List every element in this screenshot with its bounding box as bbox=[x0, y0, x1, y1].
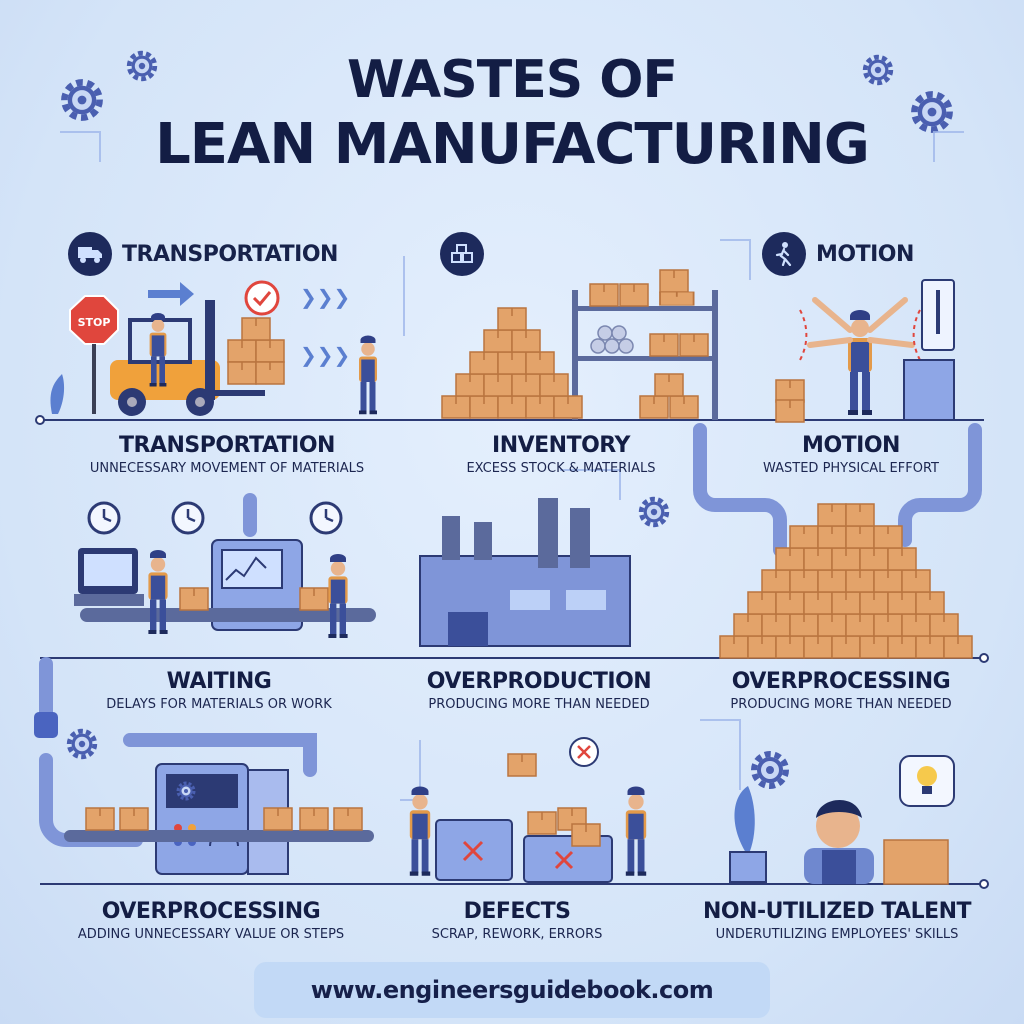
waste-desc: ADDING UNNECESSARY VALUE OR STEPS bbox=[77, 927, 345, 942]
stop-sign-text: STOP bbox=[78, 316, 111, 329]
page-title: WASTES OF LEAN MANUFACTURING bbox=[0, 48, 1024, 178]
waste-transportation: TRANSPORTATION UNNECESSARY MOVEMENT OF M… bbox=[62, 432, 392, 478]
worker bbox=[848, 310, 872, 415]
clock-icon bbox=[87, 501, 121, 535]
worker bbox=[625, 786, 647, 876]
waste-desc: PRODUCING MORE THAN NEEDED bbox=[730, 697, 952, 712]
header-transportation-label: TRANSPORTATION bbox=[122, 241, 338, 267]
waste-name: OVERPROCESSING bbox=[101, 899, 321, 924]
worker bbox=[359, 335, 377, 415]
gear-icon bbox=[69, 731, 95, 757]
gear-icon bbox=[754, 754, 786, 786]
waste-desc: DELAYS FOR MATERIALS OR WORK bbox=[106, 697, 332, 712]
svg-text:❯❯❯: ❯❯❯ bbox=[300, 285, 350, 309]
waste-desc: PRODUCING MORE THAN NEEDED bbox=[428, 697, 650, 712]
svg-text:❯❯❯: ❯❯❯ bbox=[300, 343, 350, 367]
header-transportation: TRANSPORTATION bbox=[68, 232, 338, 276]
worker bbox=[409, 786, 431, 876]
clock-icon bbox=[171, 501, 205, 535]
waste-desc: WASTED PHYSICAL EFFORT bbox=[762, 461, 939, 476]
waste-non-utilized-talent: NON-UTILIZED TALENT UNDERUTILIZING EMPLO… bbox=[672, 898, 1002, 944]
waste-name: NON-UTILIZED TALENT bbox=[702, 899, 972, 924]
waste-overprocessing-steps: OVERPROCESSING ADDING UNNECESSARY VALUE … bbox=[46, 898, 376, 944]
waste-overproduction: OVERPRODUCTION PRODUCING MORE THAN NEEDE… bbox=[374, 668, 704, 714]
waste-waiting: WAITING DELAYS FOR MATERIALS OR WORK bbox=[54, 668, 384, 714]
worker bbox=[328, 554, 348, 638]
header-motion: MOTION bbox=[762, 232, 914, 276]
waste-desc: UNDERUTILIZING EMPLOYEES' SKILLS bbox=[715, 927, 959, 942]
waste-overprocessing: OVERPROCESSING PRODUCING MORE THAN NEEDE… bbox=[676, 668, 1006, 714]
truck-icon bbox=[68, 232, 112, 276]
title-line-2: LEAN MANUFACTURING bbox=[155, 112, 870, 177]
waste-name: MOTION bbox=[802, 433, 900, 458]
walking-person-icon bbox=[762, 232, 806, 276]
waste-motion: MOTION WASTED PHYSICAL EFFORT bbox=[686, 432, 1016, 478]
header-inventory bbox=[440, 232, 484, 276]
footer-url[interactable]: www.engineersguidebook.com bbox=[254, 962, 770, 1018]
waste-inventory: INVENTORY EXCESS STOCK & MATERIALS bbox=[396, 432, 726, 478]
waste-name: TRANSPORTATION bbox=[119, 433, 335, 458]
waste-name: WAITING bbox=[166, 669, 272, 694]
lightbulb-icon bbox=[917, 766, 937, 786]
waste-desc: SCRAP, REWORK, ERRORS bbox=[431, 927, 603, 942]
clock-icon bbox=[309, 501, 343, 535]
waste-name: INVENTORY bbox=[492, 433, 630, 458]
waste-name: DEFECTS bbox=[463, 899, 571, 924]
waste-name: OVERPRODUCTION bbox=[426, 669, 652, 694]
waste-desc: EXCESS STOCK & MATERIALS bbox=[466, 461, 656, 476]
waste-desc: UNNECESSARY MOVEMENT OF MATERIALS bbox=[89, 461, 365, 476]
waste-name: OVERPROCESSING bbox=[731, 669, 951, 694]
boxes-icon bbox=[440, 232, 484, 276]
gear-icon bbox=[641, 499, 667, 525]
header-motion-label: MOTION bbox=[816, 241, 914, 267]
waste-defects: DEFECTS SCRAP, REWORK, ERRORS bbox=[352, 898, 682, 944]
title-line-1: WASTES OF bbox=[347, 50, 678, 110]
